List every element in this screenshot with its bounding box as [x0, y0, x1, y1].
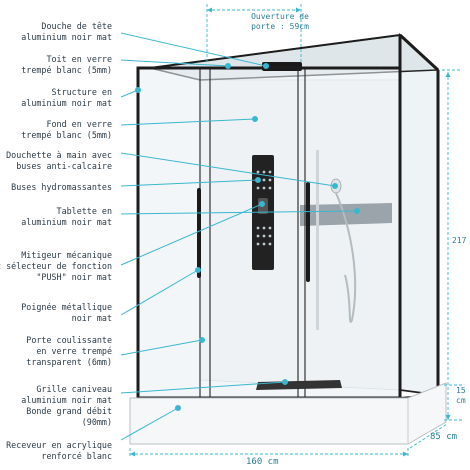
depth-dimension: 85 cm — [430, 432, 458, 442]
shower-hose — [335, 192, 357, 323]
door-opening-dimension: Ouverture de porte : 59cm — [251, 12, 309, 31]
shower-rail — [316, 150, 319, 330]
side-glass-panel — [399, 32, 439, 397]
label-mitigeur: Mitigeur mécaniqueavec sélecteur de fonc… — [0, 250, 112, 282]
height-dimension: 217 cm — [452, 236, 470, 245]
tray-height-dimension: 15 cm — [456, 386, 466, 405]
width-dimension: 160 cm — [246, 457, 279, 467]
shelf — [300, 203, 392, 226]
door-handle-right — [306, 182, 310, 282]
door-handle-left — [197, 188, 201, 278]
label-buses: Buses hydromassantes — [11, 182, 112, 192]
